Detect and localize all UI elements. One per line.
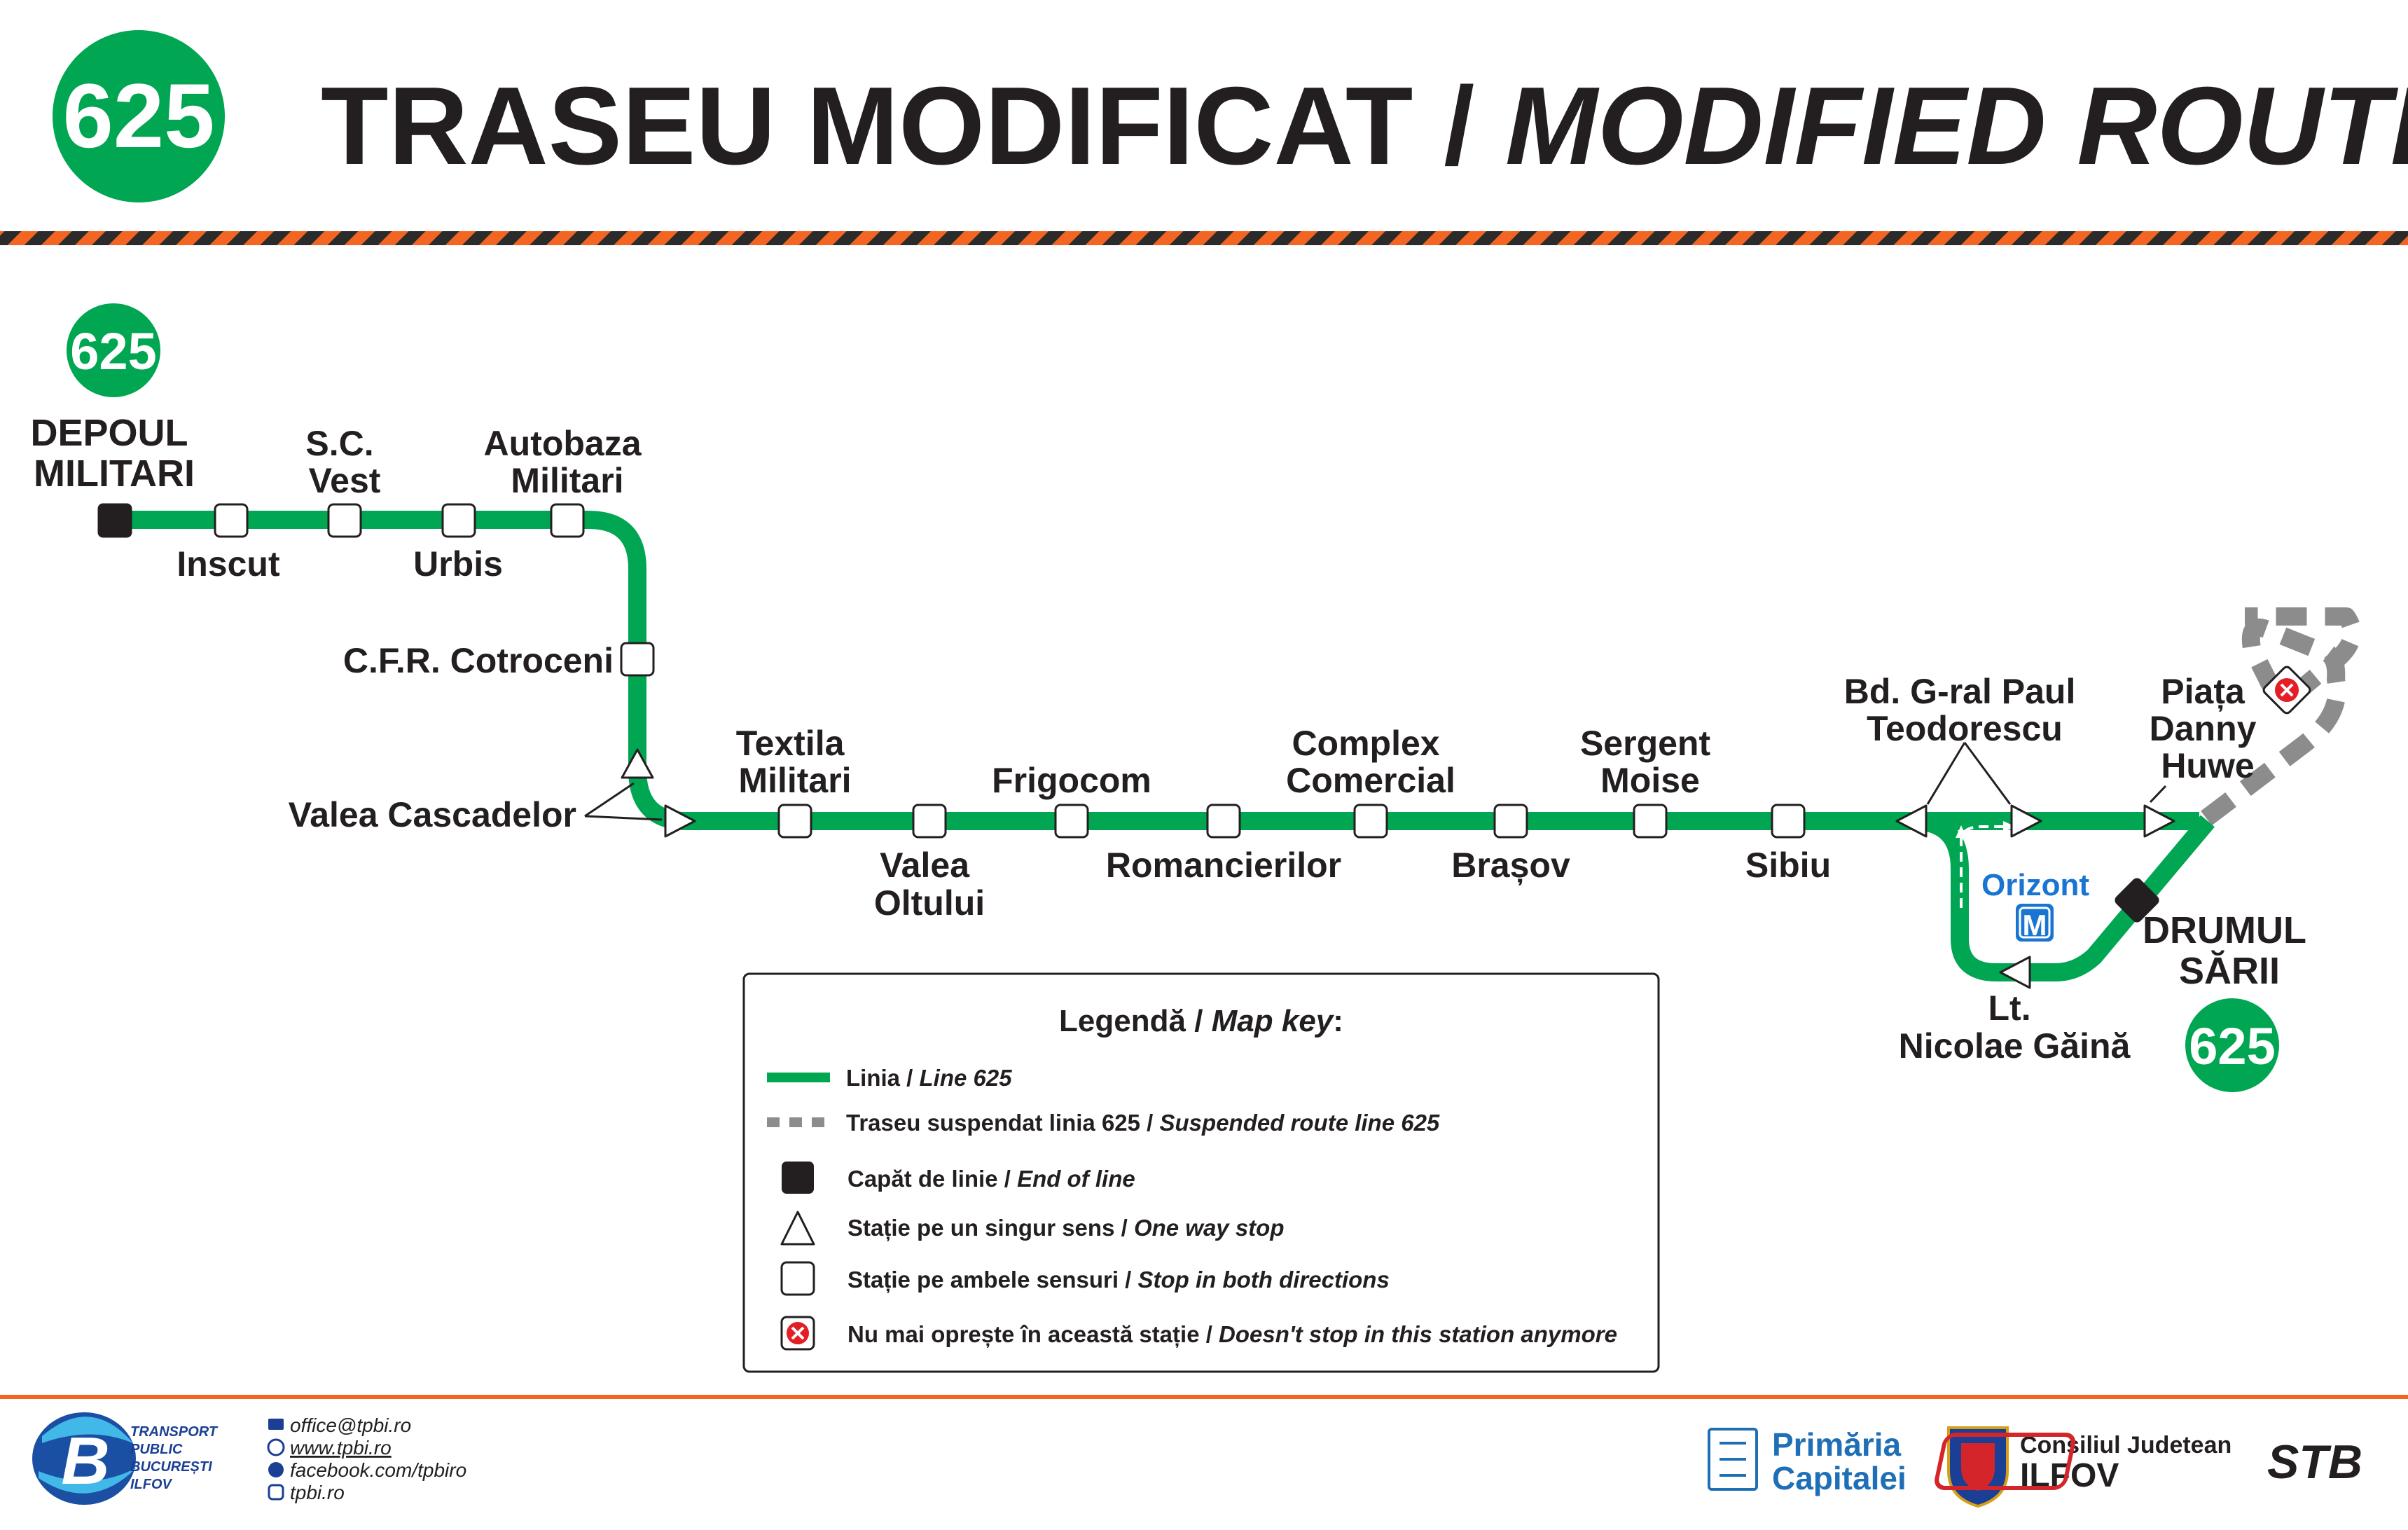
metro-station-name: Orizont [1981,868,2089,902]
label-piata: Piața Danny Huwe [2150,672,2267,785]
svg-text:B: B [61,1424,109,1498]
legend-black-square-icon [782,1162,814,1194]
label-valea-cascadelor: Valea Cascadelor [289,795,576,834]
label-cfr: C.F.R. Cotroceni [343,641,614,680]
stop-labels: DEPOUL MILITARI S.C. Vest Autobaza Milit… [30,412,2316,1066]
legend-item-cancel: Nu mai oprește în această stație / Doesn… [847,1321,1617,1348]
stop-valea-oltului [912,804,947,839]
label-depoul-militari: DEPOUL MILITARI [30,412,198,495]
mail-icon [268,1419,284,1430]
instagram-icon [268,1484,284,1501]
label-sc-vest: S.C. Vest [305,424,383,500]
end-route-badge [2185,998,2279,1092]
stop-sergent [1633,804,1668,839]
label-urbis: Urbis [413,544,503,584]
stop-valea-cascadelor-up [621,748,654,779]
terminal-depoul-militari [97,503,132,538]
legend-white-square-icon [780,1261,815,1296]
label-frigocom: Frigocom [992,761,1151,800]
route-badge [53,30,225,202]
tpbi-org-name: TRANSPORT PUBLIC BUCUREȘTI ILFOV [130,1424,221,1492]
contact-facebook[interactable]: facebook.com/tpbiro [290,1459,466,1481]
stop-piata-right [2143,804,2175,838]
metro-symbol: M [2023,909,2047,942]
stop-autobaza [550,503,585,538]
leader-valea-cascadelor [584,782,663,821]
legend: Legendă / Map key: Linia / Line 625 Tras… [742,972,1660,1373]
direction-arrow-head [1956,825,1967,838]
legend-item-line: Linia / Line 625 [846,1065,1012,1091]
stop-frigocom [1054,804,1089,839]
metro-station: Orizont M [1981,868,2089,942]
label-gaina: Lt. Nicolae Găină [1899,988,2131,1066]
page-title-ro: TRASEU MODIFICAT / [321,64,1505,188]
legend-item-one-way: Stație pe un singur sens / One way stop [847,1215,1285,1241]
start-route-badge [67,303,160,397]
stop-textila [777,804,812,839]
legend-title: Legendă / Map key: [1059,1004,1343,1038]
cancel-icon [2262,666,2311,715]
facebook-icon [268,1462,284,1477]
stop-complex [1353,804,1388,839]
globe-icon [267,1438,285,1456]
label-valea-oltului: Valea Oltului [874,846,985,923]
stop-sibiu [1771,804,1806,839]
direction-arrow-head [2003,821,2016,832]
stop-inscut [214,503,249,538]
contact-instagram[interactable]: tpbi.ro [290,1482,345,1503]
label-autobaza: Autobaza Militari [484,424,651,500]
page-title-en: MODIFIED ROUTE [1505,64,2408,188]
svg-text:STB: STB [2267,1435,2362,1489]
hazard-stripe [0,231,2408,245]
legend-item-both: Stație pe ambele sensuri / Stop in both … [847,1267,1390,1293]
stb-logo: STB [1935,1433,2362,1490]
route-badge-number: 625 [63,64,215,167]
primaria-name: Primăria Capitalei [1772,1426,1910,1496]
page-title: TRASEU MODIFICAT / MODIFIED ROUTE [321,64,2408,188]
label-drumul-sarii: DRUMUL SĂRII [2143,909,2316,992]
stop-cfr [620,642,655,677]
legend-triangle-icon [780,1211,815,1246]
label-romancierilor: Romancierilor [1106,846,1341,885]
tpbi-logo: B [32,1412,137,1505]
stop-teodorescu-left [1895,804,1928,838]
label-complex: Complex Comercial [1286,724,1455,800]
direction-arrow [1960,825,2003,908]
consiliul-name: Consiliul Judetean ILFOV [2020,1432,2235,1494]
legend-item-end: Capăt de linie / End of line [847,1166,1135,1192]
leader-piata [2149,785,2167,804]
footer-contacts: office@tpbi.ro www.tpbi.ro facebook.com/… [267,1414,466,1503]
label-brasov: Brașov [1451,846,1570,885]
stop-urbis [441,503,476,538]
label-sergent: Sergent Moise [1580,724,1720,800]
leader-teodorescu [1926,742,2012,805]
end-route-badge-number: 625 [2189,1017,2275,1075]
stop-gaina-left [1999,956,2031,989]
label-textila: Textila Militari [736,724,854,800]
legend-item-suspended: Traseu suspendat linia 625 / Suspended r… [846,1110,1440,1136]
contact-email[interactable]: office@tpbi.ro [290,1414,411,1436]
legend-box [742,972,1660,1373]
stop-valea-cascadelor-right [664,804,696,838]
legend-cancel-icon [780,1316,815,1351]
stop-romancierilor [1206,804,1241,839]
label-sibiu: Sibiu [1745,846,1831,885]
stop-teodorescu-right [2010,804,2042,838]
stops [97,503,2175,989]
label-inscut: Inscut [177,544,280,584]
header: 625 TRASEU MODIFICAT / MODIFIED ROUTE [0,30,2408,245]
suspended-route-line [2201,607,2362,826]
loop-route-line [1911,812,2215,981]
metro-icon [2016,904,2054,942]
terminal-drumul-sarii [2115,878,2159,923]
stop-sc-vest [327,503,362,538]
primaria-logo [1708,1428,1758,1491]
start-route-badge-number: 625 [70,322,156,380]
contact-website[interactable]: www.tpbi.ro [290,1437,392,1459]
label-teodorescu: Bd. G-ral Paul Teodorescu [1844,672,2086,748]
ilfov-crest-icon [1947,1426,2009,1508]
stop-brasov [1493,804,1528,839]
